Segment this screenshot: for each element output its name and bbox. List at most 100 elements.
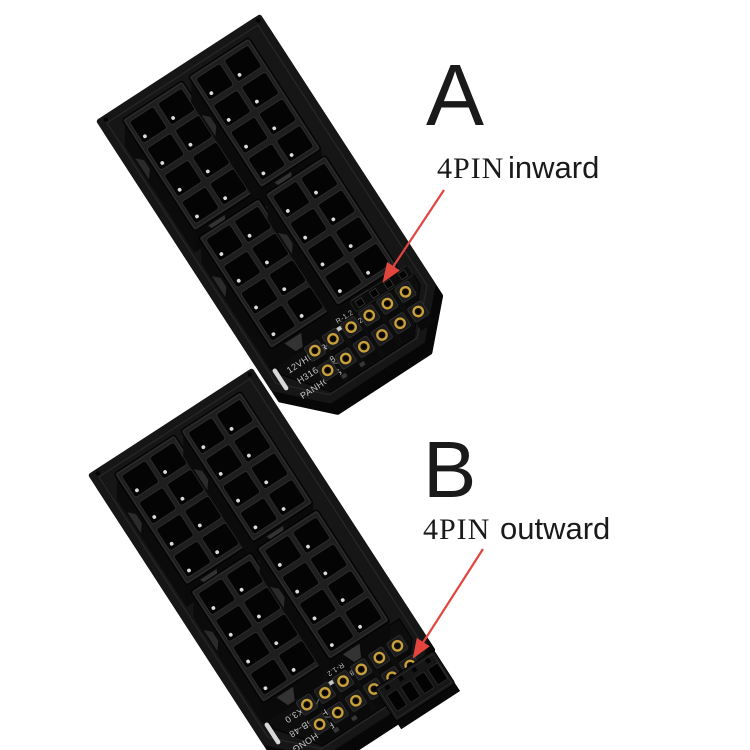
pin-reflection-dot — [226, 117, 231, 122]
socket-hole — [310, 543, 348, 581]
pin-reflection-dot — [314, 190, 318, 195]
pin-reflection-dot — [246, 453, 251, 458]
label-direction-a: inward — [508, 150, 599, 185]
pin-reflection-dot — [271, 332, 276, 337]
label-letter-b: B — [423, 425, 476, 514]
socket-hole — [278, 640, 316, 677]
socket-hole — [240, 277, 279, 315]
pin-bore — [371, 686, 377, 692]
connector-block-8pin — [188, 37, 322, 210]
pin-reflection-dot — [358, 624, 362, 629]
block-side-face — [259, 552, 330, 682]
socket-hole — [316, 615, 354, 652]
connector-block-8pin — [122, 80, 255, 253]
power-pin — [316, 359, 345, 390]
connector-block-8pin — [257, 509, 390, 682]
pin-reflection-dot — [152, 515, 157, 519]
pin-reflection-dot — [303, 235, 308, 240]
pointer-arrow-a-icon — [382, 189, 445, 283]
socket-hole — [175, 115, 213, 152]
pin-bore — [366, 312, 372, 318]
pin-reflection-dot — [253, 525, 258, 530]
pin-reflection-dot — [201, 445, 206, 450]
outward-bevel — [377, 653, 453, 719]
socket-hole — [196, 63, 234, 101]
socket-hole — [258, 304, 296, 342]
pin-reflection-dot — [295, 589, 300, 594]
socket-hole — [251, 452, 289, 490]
latch-wedge — [203, 630, 219, 652]
pin-reflection-dot — [135, 488, 139, 493]
pin-bore — [343, 356, 349, 362]
pin-bore — [330, 336, 336, 342]
pin-bore — [376, 655, 382, 661]
sense-pin-hole — [354, 297, 366, 309]
socket-hole — [164, 160, 202, 197]
socket-hole — [344, 597, 383, 634]
socket-hole — [224, 45, 262, 82]
socket-hole — [335, 216, 373, 253]
pin-reflection-dot — [323, 571, 328, 576]
pin-reflection-dot — [281, 507, 286, 511]
pin-reflection-dot — [239, 587, 244, 592]
socket-hole — [230, 117, 269, 154]
pin-bore — [312, 348, 318, 354]
pin-reflection-dot — [219, 252, 224, 256]
specular-slot — [272, 368, 289, 391]
socket-hole — [281, 562, 320, 599]
sense-pin-hole — [411, 666, 418, 673]
pin-reflection-dot — [177, 187, 182, 192]
socket-hole — [188, 417, 226, 455]
socket-hole — [269, 259, 307, 297]
pin-bore — [397, 320, 403, 326]
latch-wedge — [211, 276, 227, 298]
screw-hole — [255, 18, 261, 23]
socket-hole — [240, 497, 278, 535]
pointer-arrow-b-icon — [412, 548, 484, 659]
power-pin — [407, 300, 435, 331]
socket-hole — [324, 261, 362, 298]
pin-reflection-dot — [195, 214, 199, 219]
socket-hole — [251, 232, 289, 270]
power-pin — [326, 701, 355, 733]
screw-hole — [103, 117, 108, 122]
screw-hole — [247, 372, 253, 377]
pin-reflection-dot — [236, 498, 240, 503]
pin-reflection-dot — [254, 305, 258, 310]
pin-reflection-dot — [299, 314, 304, 318]
pin-bore — [353, 698, 359, 704]
socket-hole — [139, 487, 177, 524]
socket-slot — [400, 680, 421, 703]
screw-hole — [95, 471, 100, 476]
specular-slot — [264, 722, 281, 745]
connector-block-8pin — [190, 552, 324, 725]
latch-wedge — [342, 643, 362, 663]
socket-hole — [264, 535, 302, 572]
sense-pin-hole — [368, 287, 380, 299]
sense-pin-hole — [425, 657, 432, 664]
pin-reflection-dot — [306, 544, 310, 549]
socket-hole — [201, 522, 240, 560]
pin-bore — [384, 301, 390, 307]
socket-hole — [226, 560, 264, 597]
pin-reflection-dot — [180, 496, 185, 501]
block-side-face — [267, 198, 338, 328]
label-4pin-a: 4PIN — [437, 152, 504, 185]
pin-bore — [335, 710, 341, 716]
pin-reflection-dot — [291, 668, 296, 672]
socket-hole — [276, 125, 314, 162]
socket-slot — [427, 662, 448, 685]
socket-hole — [352, 243, 391, 280]
socket-hole — [318, 189, 356, 227]
socket-hole — [259, 98, 297, 136]
pin-reflection-dot — [236, 278, 241, 283]
pin-reflection-dot — [282, 287, 287, 292]
power-pin — [389, 312, 417, 343]
pin-reflection-dot — [312, 616, 317, 621]
outward-side-face — [395, 681, 461, 730]
pin-reflection-dot — [254, 99, 259, 104]
pin-reflection-dot — [285, 209, 290, 213]
pin-bore — [304, 702, 310, 708]
pin-reflection-dot — [274, 641, 279, 646]
